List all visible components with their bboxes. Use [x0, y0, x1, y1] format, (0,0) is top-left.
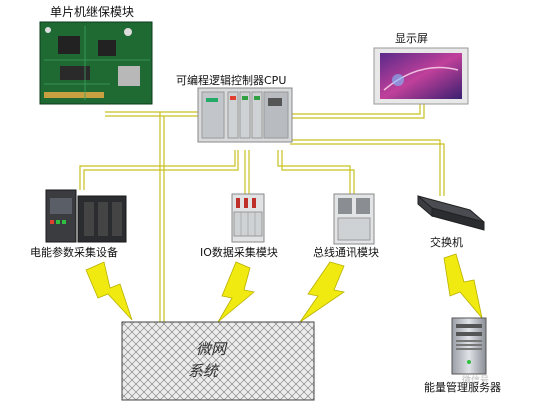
meter-device-icon: [45, 189, 127, 243]
bolt-bus: [299, 261, 346, 323]
mcu-module-label: 单片机继保模块: [50, 5, 135, 19]
circuit-board-icon: [39, 21, 153, 105]
io-module-label: IO数据采集模块: [200, 246, 278, 259]
monitor-icon: [373, 47, 469, 105]
bolt-energy: [85, 261, 133, 321]
connection-lines: [79, 102, 445, 322]
bolt-io: [217, 261, 255, 323]
microgrid-box: [121, 321, 315, 401]
io-module-icon: [231, 193, 265, 243]
server-label: 能量管理服务器: [424, 381, 501, 394]
switch-label: 交换机: [430, 236, 463, 249]
server-tower-icon: [451, 317, 487, 375]
plc-label: 可编程逻辑控制器CPU: [176, 74, 287, 87]
bus-module-label: 总线通讯模块: [313, 246, 379, 259]
microgrid-label-line1: 微网: [196, 340, 227, 358]
network-switch-icon: [417, 194, 485, 231]
microgrid-label-line2: 系统: [188, 362, 219, 380]
bus-display-line: [290, 102, 421, 115]
bolt-server: [443, 253, 483, 319]
lightning-icon: [85, 253, 483, 323]
watermark: 微信号: [462, 376, 490, 386]
bus-module-icon: [333, 193, 375, 245]
energy-device-label: 电能参数采集设备: [30, 246, 118, 259]
plc-rack-icon: [197, 87, 293, 143]
display-label: 显示屏: [395, 32, 428, 45]
bus-module-link-line: [277, 150, 351, 196]
energy-link-line: [79, 150, 236, 190]
switch-link-line: [290, 139, 441, 196]
